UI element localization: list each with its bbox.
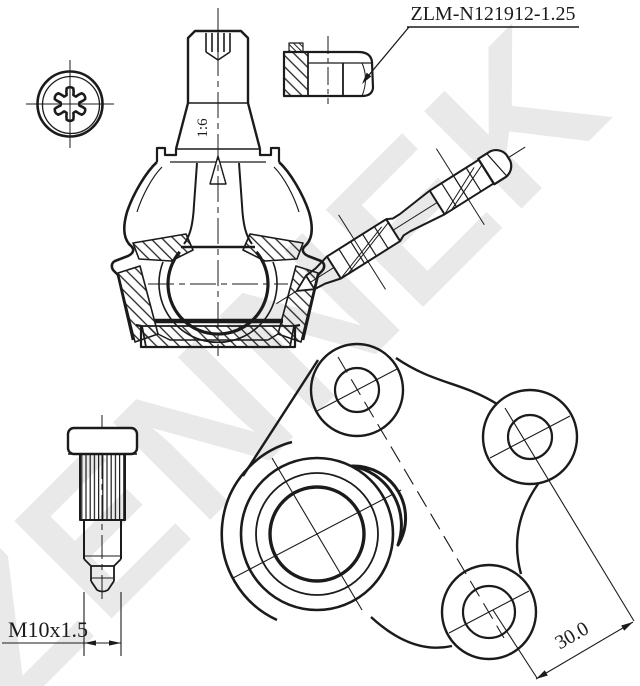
torx-socket-view [26, 60, 114, 148]
stud-side-view [276, 146, 526, 305]
flange-bottom-view [220, 342, 635, 680]
part-number-callout: ZLM-N121912-1.25 [407, 3, 579, 28]
thread-size-label: M10x1.5 [8, 617, 88, 642]
lock-nut-view [282, 26, 410, 104]
bolt-circle-dimension-label: 30.0 [551, 618, 592, 655]
taper-ratio-label: 1:6 [195, 118, 211, 138]
part-number-label: ZLM-N121912-1.25 [411, 3, 576, 25]
pinch-bolt-view [2, 415, 139, 656]
torx-star-icon [53, 85, 87, 123]
ball-joint-section-view [110, 8, 326, 356]
